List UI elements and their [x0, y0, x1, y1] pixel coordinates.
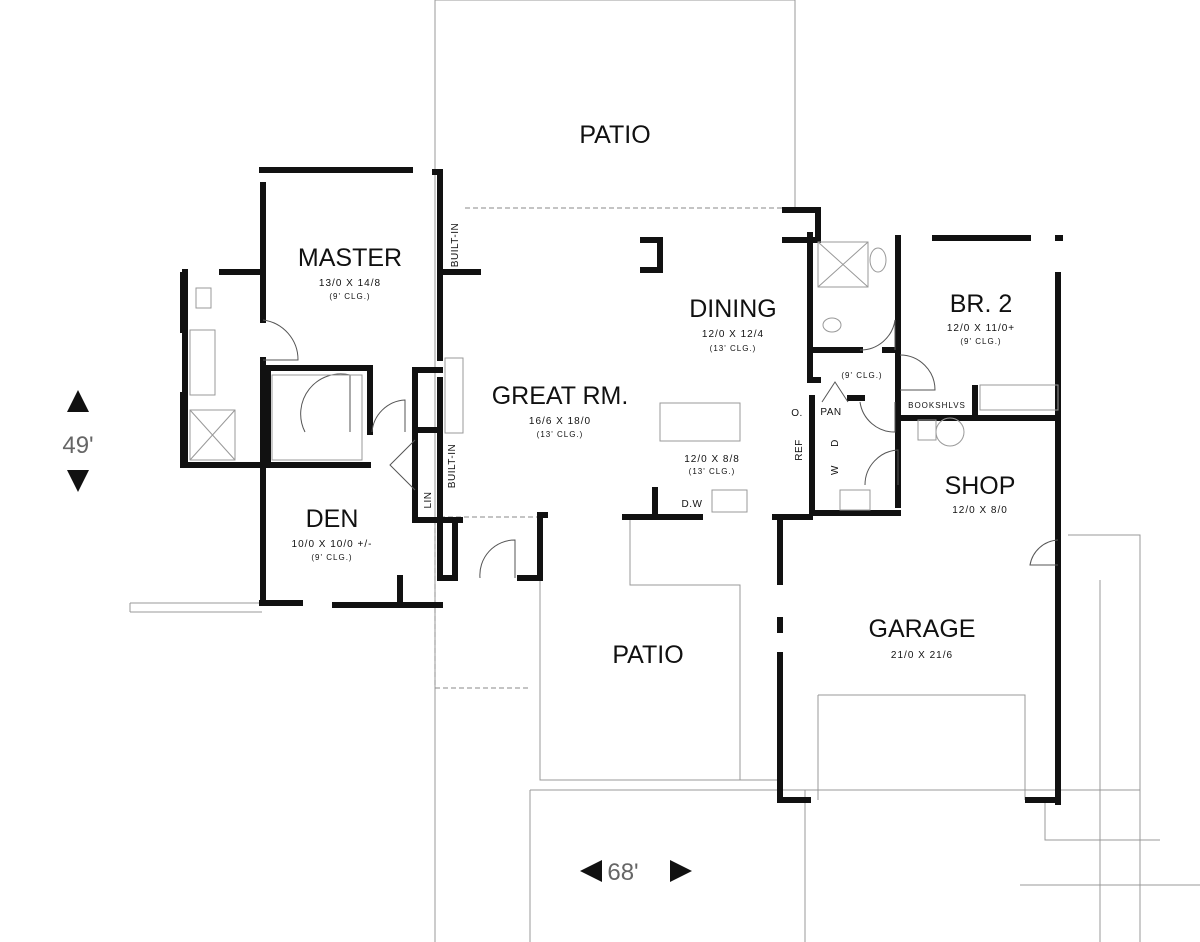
shop-size: 12/0 X 8/0: [952, 505, 1008, 516]
width-dimension: 68': [607, 859, 638, 886]
room-shop: SHOP: [945, 472, 1016, 500]
bookshelves-label: BOOKSHLVS: [908, 401, 966, 410]
linen-label: LIN: [423, 491, 434, 508]
arrow-left-icon: [580, 860, 602, 882]
doors: [189, 241, 1059, 579]
br2-ceiling: (9' CLG.): [960, 337, 1001, 346]
master-ceiling: (9' CLG.): [329, 292, 370, 301]
garage-size: 21/0 X 21/6: [891, 650, 953, 661]
arrow-down-icon: [67, 470, 89, 492]
dryer-label: D: [830, 439, 841, 447]
great-room-size: 16/6 X 18/0: [529, 416, 591, 427]
room-great-room: GREAT RM.: [492, 382, 629, 410]
room-patio-top: PATIO: [579, 121, 650, 149]
dining-ceiling: (13' CLG.): [710, 344, 757, 353]
room-master: MASTER: [298, 244, 402, 272]
den-size: 10/0 X 10/0 +/-: [292, 539, 373, 550]
oven-label: O.: [791, 408, 803, 419]
depth-dimension: 49': [62, 432, 93, 459]
arrow-up-icon: [67, 390, 89, 412]
br2-size: 12/0 X 11/0+: [947, 323, 1015, 334]
room-den: DEN: [306, 505, 359, 533]
room-patio-bottom: PATIO: [612, 641, 683, 669]
walls: [180, 167, 1063, 805]
great-room-ceiling: (13' CLG.): [537, 430, 584, 439]
kitchen-ceiling: (13' CLG.): [689, 467, 736, 476]
room-garage: GARAGE: [869, 615, 976, 643]
master-size: 13/0 X 14/8: [319, 278, 381, 289]
room-dining: DINING: [689, 295, 777, 323]
room-labels: PATIO MASTER 13/0 X 14/8 (9' CLG.) DININ…: [292, 121, 1016, 669]
fixture-labels: BUILT-IN BUILT-IN LIN PAN BOOKSHLVS O. R…: [423, 223, 966, 510]
overall-dimensions: 49' 68': [62, 390, 692, 886]
dining-size: 12/0 X 12/4: [702, 329, 764, 340]
den-ceiling: (9' CLG.): [311, 553, 352, 562]
built-in-top-label: BUILT-IN: [450, 223, 461, 267]
kitchen-size: 12/0 X 8/8: [684, 454, 740, 465]
hall-ceiling: (9' CLG.): [841, 371, 882, 380]
dishwasher-label: D.W: [682, 499, 703, 510]
refrigerator-label: REF: [794, 439, 805, 461]
room-br2: BR. 2: [950, 290, 1013, 318]
outdoor-outlines: [129, 0, 1200, 942]
washer-label: W: [830, 465, 841, 475]
built-in-side-label: BUILT-IN: [447, 444, 458, 488]
arrow-right-icon: [670, 860, 692, 882]
pantry-label: PAN: [820, 407, 841, 418]
